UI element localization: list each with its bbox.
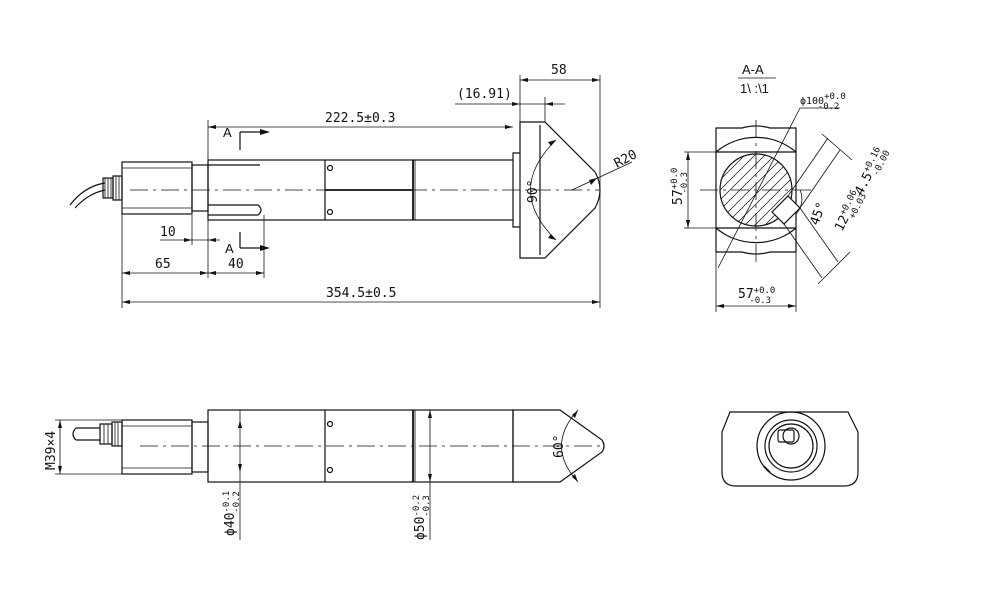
screw-hole: [326, 164, 334, 172]
connector-housing: [121, 161, 193, 215]
ref-1691-label: (16.91): [457, 87, 512, 102]
connector-housing-side: [121, 419, 193, 475]
section-title: A-A: [742, 62, 764, 77]
v57-label: 57+0.0-0.3: [738, 286, 775, 306]
cable-gland-body: [112, 175, 123, 201]
angle-60-label: 60°: [552, 435, 567, 458]
section-marker-a-bottom: A: [225, 241, 234, 256]
angle-90-label: 90°: [526, 180, 541, 203]
end-view-outline: [721, 411, 859, 487]
len-65-label: 65: [155, 257, 171, 272]
front-view: 90° R20 222.5±0.3 A A (16.91) 58: [69, 63, 640, 308]
key-slot: [208, 204, 262, 216]
dia50-label: ϕ50-0.2-0.3: [412, 495, 432, 540]
cable: [69, 182, 106, 206]
total-length-label: 354.5±0.5: [326, 286, 396, 301]
section-view: A-A 1\ :\1: [670, 62, 893, 312]
sq57-label: 57+0.0-0.3: [670, 168, 690, 205]
angle-45-label: 45°: [808, 200, 830, 227]
section-marker-a-top: A: [223, 125, 232, 140]
end-view: [721, 411, 859, 487]
len-58-label: 58: [551, 63, 567, 78]
dia100-label: ϕ100+0.0-0.2: [800, 92, 846, 112]
screw-hole: [326, 208, 334, 216]
cable-lower: [74, 189, 106, 209]
d45-label: 4.5+0.16-0.00: [851, 145, 892, 200]
shoulder: [191, 164, 209, 212]
len-10-label: 10: [160, 225, 176, 240]
side-view: 60° M39×4 ϕ40-0.1-0.2 ϕ50-0.2-0.3: [44, 409, 605, 540]
d12-label: 12+0.06+0.03: [831, 187, 869, 235]
sensor-head-side: [512, 409, 605, 483]
radius-label: R20: [612, 147, 640, 171]
length-222-label: 222.5±0.3: [325, 111, 395, 126]
thread-label: M39×4: [44, 431, 59, 470]
section-scale: 1\ :\1: [740, 81, 769, 96]
dia40-label: ϕ40-0.1-0.2: [222, 491, 242, 536]
angle-arc: [530, 139, 557, 241]
len-40-label: 40: [228, 257, 244, 272]
